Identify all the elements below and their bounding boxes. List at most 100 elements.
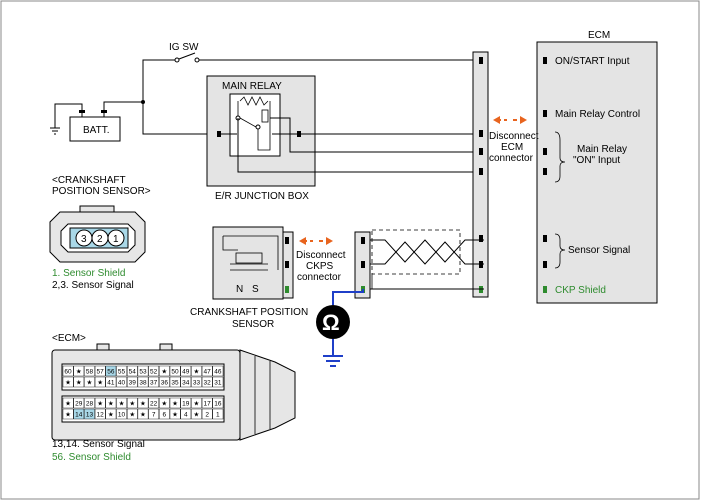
ecm-pin-label: 22 xyxy=(150,401,158,408)
ecm-pin-cell xyxy=(180,408,192,420)
ecm-pin-label: ★ xyxy=(172,411,178,419)
ecm-pin-cell xyxy=(62,408,74,420)
crank-header-1: <CRANKSHAFT xyxy=(52,175,126,186)
ecm-module xyxy=(536,41,658,304)
ecm-pin-cell xyxy=(201,408,213,420)
ecm-pin-cell xyxy=(94,408,106,420)
crank-header-2: POSITION SENSOR> xyxy=(52,186,151,197)
ecm-pin-label: 2 xyxy=(205,412,209,419)
ecm-title: ECM xyxy=(588,30,610,41)
ecm-pin-label: 28 xyxy=(86,401,94,408)
twisted-wire-b xyxy=(370,241,484,265)
ecm-pin-label: 4 xyxy=(184,412,188,419)
ecm-pin-label: 46 xyxy=(214,369,222,376)
ecm-pin-cell xyxy=(73,365,85,377)
ecm-pin-label: ★ xyxy=(161,368,167,376)
ecm-pin-label: 40 xyxy=(118,380,126,387)
ecm-pin-cell xyxy=(84,376,95,388)
pin-1-label: 1 xyxy=(113,234,119,245)
shield-sleeve xyxy=(371,229,461,275)
ohm-symbol: Ω xyxy=(322,310,340,335)
batt-label: BATT. xyxy=(83,125,109,136)
ecm-pin-cell xyxy=(84,365,95,377)
ecm-pin-label: ★ xyxy=(87,379,93,387)
ecm-pin-label: 14 xyxy=(75,412,83,419)
ecm-pin-cell xyxy=(126,408,138,420)
ecm-pin-label: 33 xyxy=(193,380,201,387)
ecm-pin-label: 17 xyxy=(204,401,212,408)
ecm-pin-label: ★ xyxy=(119,400,125,408)
ecm-pin-label: 29 xyxy=(75,401,83,408)
bracket-relay-on xyxy=(554,131,566,183)
ecm-pin-label: 53 xyxy=(139,369,147,376)
ecm-pin-label: ★ xyxy=(65,400,71,408)
ecm-pin-label: 19 xyxy=(182,401,190,408)
ecm-pin-label: 13 xyxy=(86,412,94,419)
ecm-pin-label: 39 xyxy=(129,380,137,387)
ecm-pin-cell xyxy=(62,397,74,409)
pin-3-label: 3 xyxy=(81,234,87,245)
ecm-connector-header: <ECM> xyxy=(52,333,86,344)
ecm-pin-label: ★ xyxy=(65,411,71,419)
ecm-pin-cell xyxy=(148,376,160,388)
ecm-pin-cell xyxy=(73,376,85,388)
ecm-pin-cell xyxy=(169,397,181,409)
battery-ground-icon xyxy=(50,103,83,135)
ecm-pin-cell xyxy=(180,376,192,388)
ecm-pin-label: 57 xyxy=(97,369,105,376)
ecm-pin-cell xyxy=(212,408,224,420)
ecm-pin-label: 50 xyxy=(171,369,179,376)
ecm-pin-cell xyxy=(191,365,202,377)
disconnect-ecm-arrows xyxy=(493,116,527,124)
ecm-pin-cell xyxy=(191,376,202,388)
ecm-pin-cell xyxy=(126,397,138,409)
ecm-pin-label: ★ xyxy=(194,411,200,419)
ecm-pin-cell xyxy=(116,397,127,409)
ecm-pin-label: 1 xyxy=(216,412,220,419)
ecm-pin-label: ★ xyxy=(76,379,82,387)
crank-connector-face: 3 2 1 xyxy=(49,205,146,263)
ecm-pin-cell xyxy=(159,365,170,377)
ecm-pin-cell xyxy=(148,365,160,377)
disconnect-ecm-3: connector xyxy=(489,153,534,164)
ecm-pin-cell xyxy=(148,397,160,409)
ecm-pin-label: 55 xyxy=(118,369,126,376)
sensor-name-2: SENSOR xyxy=(232,319,274,330)
ecm-pin-cell xyxy=(84,397,95,409)
bracket-sensor-signal xyxy=(554,233,566,269)
ecm-pin-cell xyxy=(137,397,149,409)
ecm-pin-cell xyxy=(126,376,138,388)
ecm-note-signal: 13,14. Sensor Signal xyxy=(52,439,145,450)
ecm-pin-label: ★ xyxy=(108,411,114,419)
ecm-pin-label: 38 xyxy=(139,380,147,387)
ecm-main-relay-on-2: "ON" Input xyxy=(573,155,620,166)
ecm-pin-label: 34 xyxy=(182,380,190,387)
ecm-pin-cell xyxy=(105,408,117,420)
ecm-pin-label: 47 xyxy=(204,369,212,376)
ecm-pin-label: 6 xyxy=(163,412,167,419)
ecm-pin-label: 31 xyxy=(214,380,222,387)
ecm-pin-label: 56 xyxy=(107,369,115,376)
ecm-pin-label: 7 xyxy=(152,412,156,419)
main-relay-label: MAIN RELAY xyxy=(222,81,282,92)
ecm-pin-label: 49 xyxy=(182,369,190,376)
ecm-pin-cell xyxy=(212,397,224,409)
ecm-pin-label: ★ xyxy=(97,379,103,387)
ecm-pin-label: 16 xyxy=(214,401,222,408)
ecm-pin-label: ★ xyxy=(129,400,135,408)
ecm-pin-label: ★ xyxy=(172,400,178,408)
ecm-pin-cell xyxy=(169,408,181,420)
ig-switch-icon xyxy=(174,52,200,63)
ecm-pin-cell xyxy=(169,376,181,388)
ecm-pin-label: 37 xyxy=(150,380,158,387)
pin-2-label: 2 xyxy=(97,234,103,245)
ecm-note-shield: 56. Sensor Shield xyxy=(52,452,131,463)
ecm-pin-label: ★ xyxy=(65,379,71,387)
ecm-pin-cell xyxy=(169,365,181,377)
ecm-pin-cell xyxy=(191,408,202,420)
sensor-shield-note: 1. Sensor Shield xyxy=(52,268,125,279)
